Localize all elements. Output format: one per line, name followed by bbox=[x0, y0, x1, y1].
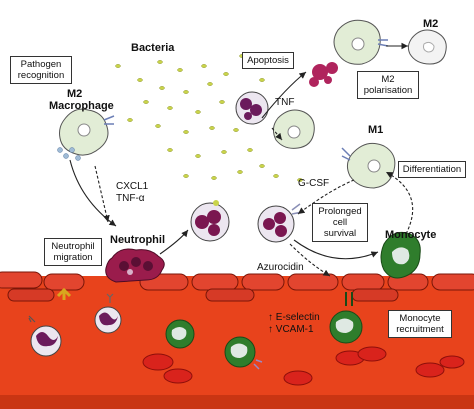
box-prolonged-survival-line1: Prolonged bbox=[318, 206, 362, 217]
label-m2-macrophage-line1: M2 bbox=[67, 88, 83, 100]
box-neutrophil-migration-line2: migration bbox=[53, 252, 93, 263]
box-apoptosis-text: Apoptosis bbox=[247, 55, 289, 66]
chemokine-dots bbox=[57, 147, 81, 161]
box-m2-polarisation: M2 polarisation bbox=[357, 71, 419, 99]
label-monocyte: Monocyte bbox=[385, 229, 437, 241]
macrophage-tnf bbox=[272, 109, 315, 149]
label-azurocidin: Azurocidin bbox=[257, 262, 304, 273]
label-bacteria: Bacteria bbox=[131, 42, 175, 54]
monocyte-in-vessel-1 bbox=[165, 319, 195, 349]
label-m2-macrophage-line2: Macrophage bbox=[49, 100, 114, 112]
box-neutrophil-migration: Neutrophil migration bbox=[44, 238, 102, 266]
arrows bbox=[69, 42, 414, 277]
red-blood-cells bbox=[142, 346, 465, 386]
label-gcsf: G-CSF bbox=[298, 178, 330, 189]
label-vcam1: ↑ VCAM-1 bbox=[268, 324, 314, 335]
m1-macrophage bbox=[341, 142, 396, 189]
box-differentiation: Differentiation bbox=[398, 161, 466, 178]
box-monocyte-recruitment: Monocyte recruitment bbox=[388, 310, 452, 338]
box-differentiation-text: Differentiation bbox=[402, 164, 462, 175]
label-e-selectin: ↑ E-selectin bbox=[268, 312, 320, 323]
box-pathogen-recognition-line1: Pathogen bbox=[20, 59, 62, 70]
emigrating-neutrophil bbox=[105, 248, 165, 283]
box-m2-polarisation-line1: M2 bbox=[381, 74, 395, 85]
label-tnf-alpha: TNF-α bbox=[116, 193, 145, 204]
box-monocyte-recruitment-line2: recruitment bbox=[396, 324, 444, 335]
endothelium bbox=[0, 271, 474, 302]
apoptotic-body bbox=[309, 62, 338, 87]
box-m2-polarisation-line2: polarisation bbox=[363, 85, 413, 96]
neutrophil-in-vessel-2 bbox=[94, 293, 122, 334]
label-m1: M1 bbox=[368, 124, 384, 136]
bacteria-cluster bbox=[115, 54, 303, 182]
m2-macrophage-polarised bbox=[407, 29, 447, 65]
box-pathogen-recognition-line2: recognition bbox=[17, 70, 65, 81]
emigrating-monocyte bbox=[380, 231, 421, 279]
box-prolonged-survival: Prolonged cell survival bbox=[312, 203, 368, 242]
label-cxcl1: CXCL1 bbox=[116, 181, 149, 192]
apoptotic-neutrophil bbox=[235, 91, 269, 125]
monocyte-in-vessel-3 bbox=[329, 292, 363, 344]
m2-macrophage-top bbox=[333, 19, 389, 65]
box-monocyte-recruitment-line1: Monocyte bbox=[399, 313, 441, 324]
neutrophil-survival bbox=[257, 203, 303, 243]
neutrophil-center bbox=[190, 200, 230, 242]
m2-macrophage-left bbox=[59, 108, 115, 156]
box-neutrophil-migration-line1: Neutrophil bbox=[51, 241, 95, 252]
label-tnf: TNF bbox=[275, 97, 295, 108]
box-pathogen-recognition: Pathogen recognition bbox=[10, 56, 72, 84]
monocyte-in-vessel-2 bbox=[224, 336, 263, 370]
neutrophil-in-vessel-1 bbox=[28, 315, 62, 357]
box-prolonged-survival-line2: cell survival bbox=[323, 217, 357, 239]
label-neutrophil: Neutrophil bbox=[110, 234, 165, 246]
box-apoptosis: Apoptosis bbox=[242, 52, 294, 69]
label-m2-top: M2 bbox=[423, 18, 439, 30]
adhesion-receptor bbox=[56, 287, 72, 300]
